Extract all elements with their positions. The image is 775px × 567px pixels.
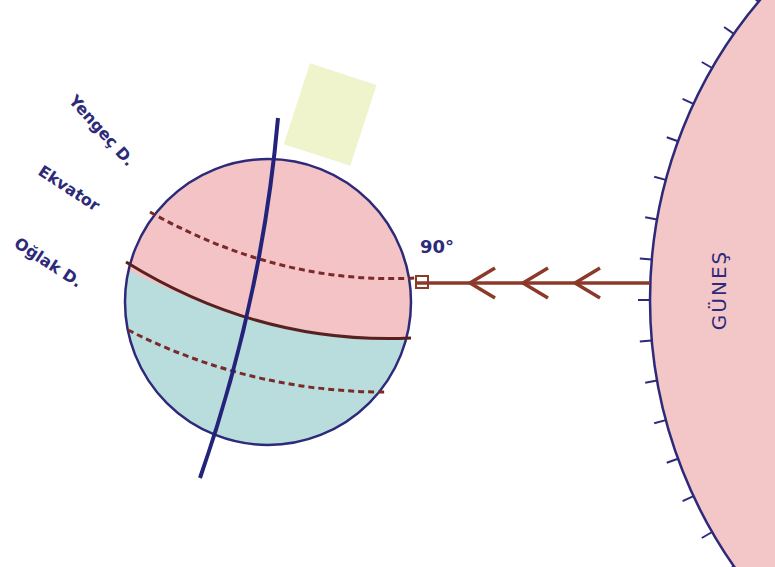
sun-label: GÜNEŞ <box>708 250 732 330</box>
sun-tick <box>702 62 712 68</box>
sun-tick <box>724 566 734 567</box>
sun-disc <box>650 0 775 567</box>
sun-rays <box>638 0 759 567</box>
earth-fill <box>100 150 430 470</box>
right-angle-mark <box>416 276 428 288</box>
sun-tick <box>654 177 666 180</box>
tropic-label: Yengeç D. <box>65 91 139 170</box>
sun-tick <box>683 496 694 501</box>
sun-tick <box>640 259 652 260</box>
sticky-tape <box>284 63 377 165</box>
sun-tick <box>654 420 666 423</box>
sun-tick <box>667 459 678 463</box>
sun-tick <box>667 137 678 141</box>
sun-tick <box>683 99 694 104</box>
equator-line <box>126 262 411 339</box>
sun-tick <box>702 532 712 538</box>
tropic-label: Oğlak D. <box>11 234 86 292</box>
tropic-capricorn-line <box>128 330 385 392</box>
sun-tick <box>640 340 652 341</box>
equator-label: Ekvator <box>35 162 103 216</box>
tropic-cancer-line <box>150 212 415 279</box>
sun-tick <box>645 217 657 219</box>
ray-chevrons <box>470 268 600 298</box>
earth-axis <box>200 118 278 478</box>
sun-tick <box>724 27 734 34</box>
sun-tick <box>638 299 650 301</box>
sun-tick <box>749 0 758 2</box>
sun-tick <box>645 381 657 383</box>
sun-node: GÜNEŞ <box>672 170 767 410</box>
sun-ray <box>416 281 650 285</box>
angle-label: 90° <box>420 236 454 257</box>
